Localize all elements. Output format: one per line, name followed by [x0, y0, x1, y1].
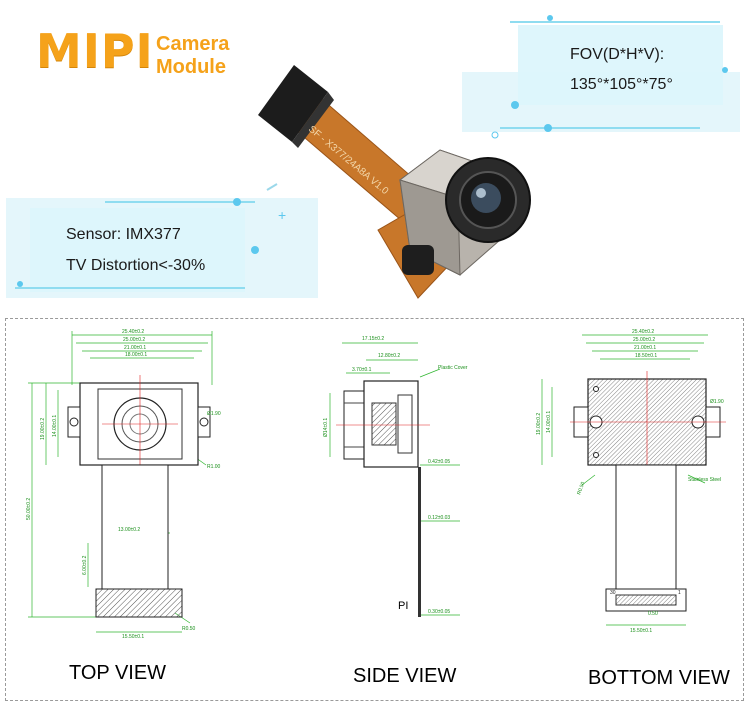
bottom-pin-1: 1	[678, 590, 681, 596]
lens-glass	[471, 183, 501, 213]
top-view-drawing: 25.40±0.2 25.00±0.2 21.00±0.1 18.00±0.1 …	[26, 329, 221, 640]
bottom-dim-connector-width: 15.50±0.1	[630, 628, 652, 634]
camera-module-illustration: SF - X377/24A8A V1.0	[258, 65, 531, 299]
bottom-dim-w2: 25.00±0.2	[633, 337, 655, 343]
distortion-label: TV Distortion<-30%	[66, 257, 206, 274]
side-dim-d1: 12.80±0.2	[378, 353, 400, 359]
top-dim-total-length: 50.00±0.2	[26, 498, 32, 520]
top-dim-stiffener: 6.00±0.2	[82, 555, 88, 575]
drawing-frame	[5, 318, 744, 701]
logo-subtitle-line2: Module	[156, 56, 226, 78]
bottom-dim-pitch: 0.50	[648, 611, 658, 617]
svg-text:+: +	[278, 207, 286, 223]
fpc-connector	[258, 65, 328, 142]
sensor-callout: Sensor: IMX377 TV Distortion<-30%	[66, 219, 205, 281]
top-connector	[95, 588, 183, 618]
side-dim-overall: 17.15±0.2	[362, 336, 384, 342]
sensor-panel	[30, 208, 245, 292]
fov-callout: FOV(D*H*V): 135°*105°*75°	[570, 40, 673, 100]
top-dim-overall-width: 25.40±0.2	[122, 329, 144, 335]
side-pi-label: PI	[398, 600, 408, 612]
top-dim-width-3: 21.00±0.1	[124, 345, 146, 351]
side-dim-t1: 0.42±0.05	[428, 459, 450, 465]
bottom-view-drawing: 25.40±0.2 25.00±0.2 21.00±0.1 18.50±0.1 …	[536, 329, 726, 634]
logo-mipi: MIPI	[36, 24, 154, 78]
bottom-dim-corner: R0.50	[576, 481, 586, 496]
sensor-label: Sensor: IMX377	[66, 226, 181, 243]
top-dim-width-2: 25.00±0.2	[123, 337, 145, 343]
bottom-steel-note: Stainless Steel	[688, 477, 721, 483]
fov-label: FOV(D*H*V):	[570, 46, 665, 63]
side-component	[402, 245, 434, 275]
side-view-drawing: 17.15±0.2 12.80±0.2 3.70±0.1 Ø14±0.1 0.4…	[323, 336, 468, 617]
bottom-connector-pins	[615, 594, 677, 606]
fov-decoration	[491, 15, 728, 139]
bottom-dim-hole: Ø1.90	[710, 399, 724, 405]
side-view-label: SIDE VIEW	[353, 665, 457, 687]
fov-value: 135°*105°*75°	[570, 76, 673, 93]
bottom-dim-w4: 18.50±0.1	[635, 353, 657, 359]
fov-panel	[518, 25, 723, 105]
bottom-view-label: BOTTOM VIEW	[588, 667, 730, 689]
logo-subtitle: Camera Module	[156, 33, 229, 79]
sensor-decoration: +	[15, 183, 286, 289]
top-dim-tail-radius: R0.50	[182, 626, 196, 632]
top-dim-hole: Ø1.90	[207, 411, 221, 417]
top-dim-fpc-width: 13.00±0.2	[118, 527, 140, 533]
side-dim-t2: 0.12±0.03	[428, 515, 450, 521]
side-note: Plastic Cover	[438, 365, 468, 371]
top-dim-corner: R1.00	[207, 464, 221, 470]
bottom-pin-30: 30	[610, 590, 616, 596]
top-dim-width-4: 18.00±0.1	[125, 352, 147, 358]
logo-subtitle-line1: Camera	[156, 33, 230, 55]
bottom-dim-h2: 14.00±0.1	[546, 411, 552, 433]
bottom-dim-h1: 19.00±0.2	[536, 413, 542, 435]
bottom-dim-w1: 25.40±0.2	[632, 329, 654, 335]
bottom-fpc	[615, 464, 677, 590]
side-fpc	[418, 467, 421, 617]
top-view-label: TOP VIEW	[69, 662, 167, 684]
side-dim-d2: 3.70±0.1	[352, 367, 372, 373]
top-dim-connector-width: 15.50±0.1	[122, 634, 144, 640]
side-dim-lens-dia: Ø14±0.1	[323, 418, 329, 437]
bottom-dim-w3: 21.00±0.1	[634, 345, 656, 351]
side-dim-t3: 0.30±0.05	[428, 609, 450, 615]
top-dim-height-2: 14.00±0.1	[52, 415, 58, 437]
top-dim-height-1: 19.00±0.2	[40, 418, 46, 440]
